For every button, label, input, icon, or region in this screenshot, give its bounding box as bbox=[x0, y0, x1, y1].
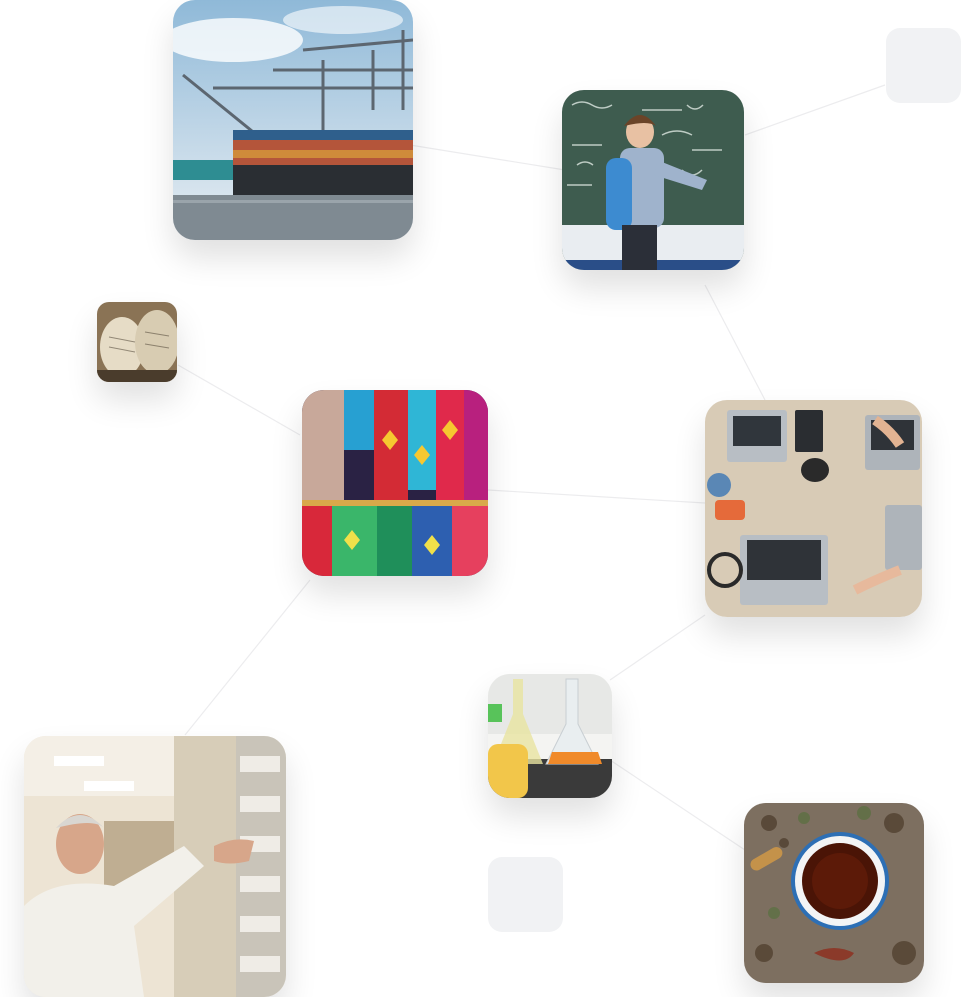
laptops-on-table-photo bbox=[705, 400, 922, 617]
tea-and-spices-photo bbox=[744, 803, 924, 983]
boy-at-chalkboard-photo bbox=[562, 90, 744, 270]
lab-flasks-photo bbox=[488, 674, 612, 798]
grain-sacks-photo bbox=[97, 302, 177, 382]
top-right-placeholder bbox=[886, 28, 961, 103]
pharmacist-at-shelves-photo bbox=[24, 736, 286, 997]
woven-textiles-photo bbox=[302, 390, 488, 576]
bottom-center-placeholder bbox=[488, 857, 563, 932]
container-ship-port-photo bbox=[173, 0, 413, 240]
